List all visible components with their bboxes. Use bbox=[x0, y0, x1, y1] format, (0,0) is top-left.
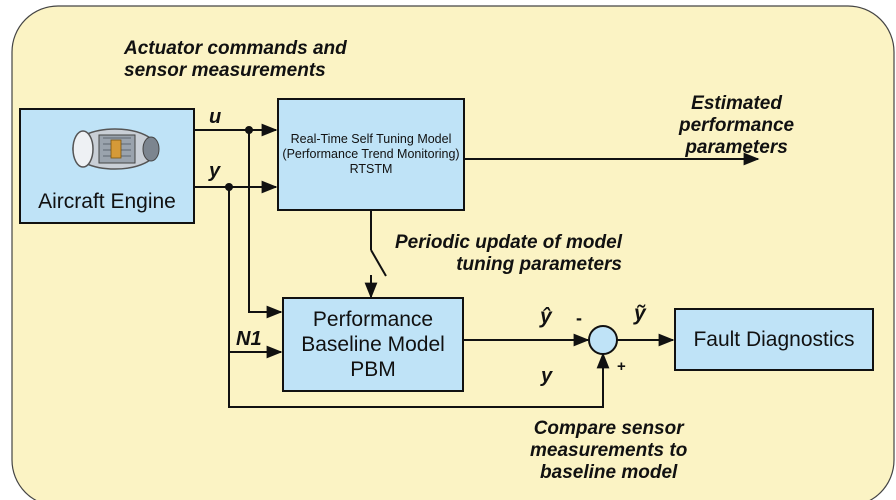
fault-diagnostics-label: Fault Diagnostics bbox=[693, 327, 855, 351]
estimated-label-line-1: Estimated bbox=[691, 93, 782, 114]
periodic-update-line-2: tuning parameters bbox=[456, 253, 622, 275]
y-feedback-line bbox=[228, 352, 610, 408]
signal-u: u bbox=[209, 106, 222, 128]
aircraft-engine-box: Aircraft Engine bbox=[19, 108, 195, 224]
pbm-line-1: Performance bbox=[312, 307, 434, 331]
estimated-label: Estimated performance parameters bbox=[679, 93, 794, 159]
signal-y-top: y bbox=[209, 160, 221, 182]
actuator-label: Actuator commands and sensor measurement… bbox=[124, 38, 347, 82]
minus-sign: - bbox=[576, 308, 582, 328]
signal-y-bottom: y bbox=[541, 365, 553, 387]
u-branch-line bbox=[248, 130, 283, 319]
compare-label-line-2: measurements to bbox=[530, 439, 688, 461]
compare-label-line-3: baseline model bbox=[540, 461, 678, 483]
plus-sign: + bbox=[617, 358, 626, 375]
jet-engine-icon bbox=[72, 128, 160, 170]
signal-y-hat: ŷ bbox=[540, 305, 552, 328]
compare-label-line-1: Compare sensor bbox=[533, 418, 684, 439]
summing-junction bbox=[588, 325, 618, 355]
periodic-update-label: Periodic update of model tuning paramete… bbox=[395, 232, 622, 276]
actuator-label-line-1: Actuator commands and bbox=[124, 38, 347, 59]
rtstm-line-2: (Performance Trend Monitoring) bbox=[282, 147, 460, 161]
rtstm-line-1: Real-Time Self Tuning Model bbox=[290, 132, 452, 146]
signal-y-tilde: ỹ bbox=[634, 302, 646, 325]
rtstm-model-box: Real-Time Self Tuning Model(Performance … bbox=[277, 98, 465, 211]
periodic-update-line-1: Periodic update of model bbox=[395, 232, 622, 253]
aircraft-engine-label: Aircraft Engine bbox=[38, 189, 176, 213]
signal-n1: N1 bbox=[236, 328, 262, 350]
estimated-label-line-2: performance bbox=[679, 114, 795, 136]
switch-blade bbox=[370, 249, 387, 277]
compare-label: Compare sensor measurements to baseline … bbox=[530, 418, 687, 484]
actuator-label-line-2: sensor measurements bbox=[124, 59, 326, 81]
pbm-box: Performance Baseline Model PBM bbox=[282, 297, 464, 392]
fault-diagnostics-box: Fault Diagnostics bbox=[674, 308, 874, 371]
estimated-label-line-3: parameters bbox=[685, 136, 788, 158]
pbm-line-2: Baseline Model bbox=[301, 332, 445, 356]
rtstm-line-3: RTSTM bbox=[349, 162, 393, 176]
pbm-line-3: PBM bbox=[350, 358, 396, 382]
